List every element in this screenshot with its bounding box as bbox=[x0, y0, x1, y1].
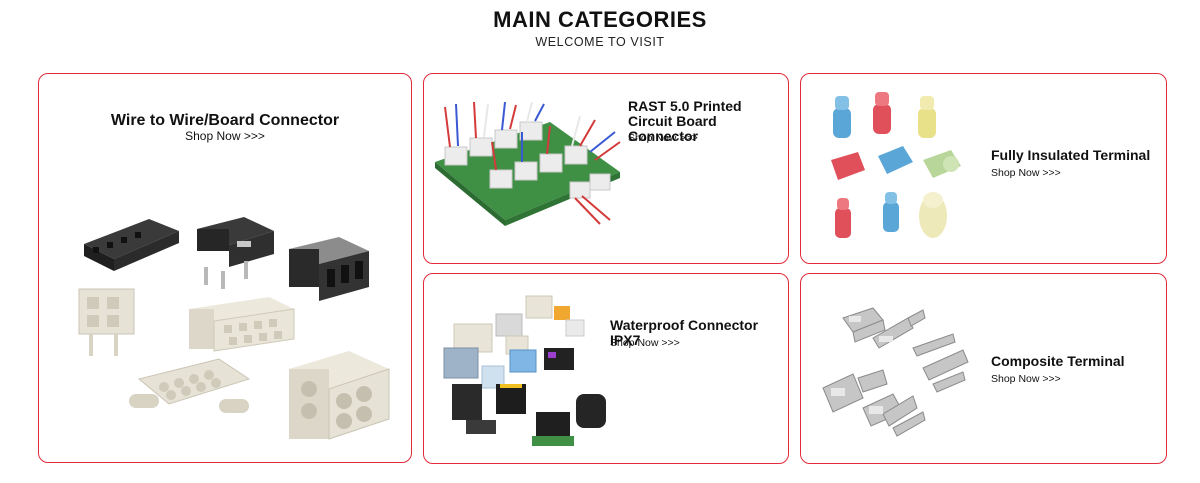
waterproof-connectors-image bbox=[443, 295, 606, 446]
category-title: RAST 5.0 Printed Circuit Board Connector bbox=[628, 98, 742, 144]
category-title: Fully Insulated Terminal bbox=[991, 147, 1151, 163]
shop-now-link[interactable]: Shop Now >>> bbox=[610, 337, 680, 349]
category-title: Waterproof Connector IPX7 bbox=[610, 317, 759, 348]
shop-now-link[interactable]: Shop Now >>> bbox=[991, 167, 1061, 179]
category-card-wire-to-board[interactable]: Wire to Wire/Board Connector Shop Now >>… bbox=[38, 73, 412, 463]
page-subtitle: WELCOME TO VISIT bbox=[535, 35, 665, 49]
section-header: MAIN CATEGORIES WELCOME TO VISIT bbox=[0, 6, 1200, 49]
page-title: MAIN CATEGORIES bbox=[493, 7, 707, 32]
category-card-waterproof-connector[interactable]: Waterproof Connector IPX7 Shop Now >>> bbox=[423, 273, 789, 464]
shop-now-link[interactable]: Shop Now >>> bbox=[991, 373, 1061, 385]
category-card-composite-terminal[interactable]: Composite Terminal Shop Now >>> bbox=[800, 273, 1167, 464]
category-title: Wire to Wire/Board Connector bbox=[110, 112, 340, 129]
shop-now-link[interactable]: Shop Now >>> bbox=[185, 129, 265, 143]
category-title: Composite Terminal bbox=[991, 353, 1125, 369]
category-card-rast-pcb[interactable]: RAST 5.0 Printed Circuit Board Connector… bbox=[423, 73, 789, 264]
category-card-insulated-terminal[interactable]: Fully Insulated Terminal Shop Now >>> bbox=[800, 73, 1167, 264]
pcb-connector-board-image bbox=[435, 102, 621, 226]
shop-now-link[interactable]: Shop Now >>> bbox=[628, 132, 698, 144]
insulated-terminals-image bbox=[831, 92, 961, 238]
metal-terminals-image bbox=[822, 307, 969, 437]
wire-to-board-connectors-image bbox=[78, 217, 390, 440]
